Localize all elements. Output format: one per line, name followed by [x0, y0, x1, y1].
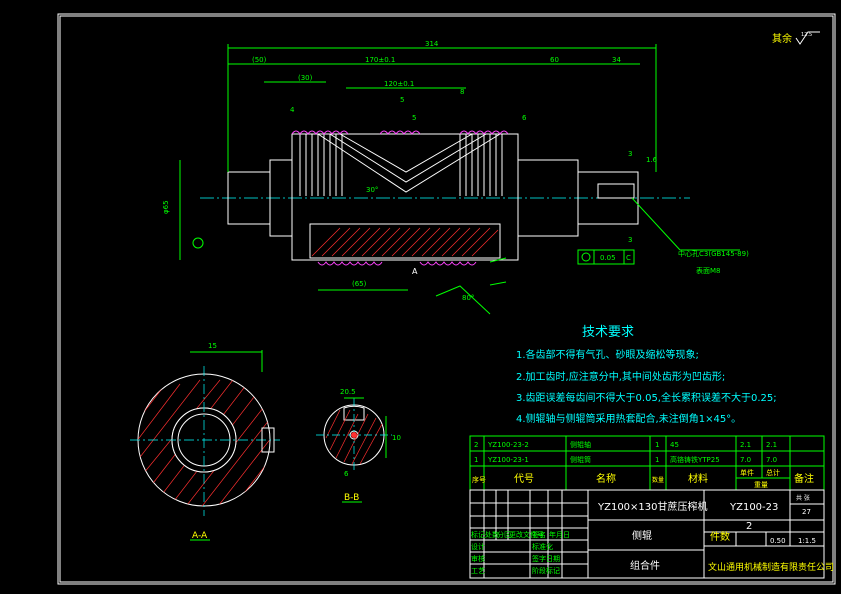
- title-block: [469, 489, 825, 579]
- bom-row1-w1: 7.0: [740, 456, 751, 464]
- dim-6b: 6: [344, 470, 349, 478]
- tech-item-2: 2.加工齿时,应注意分中,其中间处齿形为凹齿形;: [516, 370, 725, 383]
- bom-row2-name: 侧辊轴: [570, 440, 591, 449]
- bom-row2-code: YZ100-23-2: [487, 441, 529, 449]
- bom-row1-code: YZ100-23-1: [487, 456, 529, 464]
- dim-6: 6: [522, 114, 527, 122]
- company-name: 文山通用机械制造有限责任公司: [708, 561, 834, 573]
- dim-15: 15: [208, 342, 217, 350]
- tech-item-4: 4.侧辊轴与侧辊筒采用热套配合,未注倒角1×45°。: [516, 412, 741, 425]
- scale-value: 1:1.5: [798, 537, 816, 545]
- sheet-label: 共 张: [796, 494, 810, 502]
- tb-process: 工艺: [471, 567, 485, 575]
- bom-row1-material: 高铬铸铁YTP25: [670, 455, 720, 464]
- tb-lbl-mark: 标记: [471, 530, 485, 539]
- tech-title: 技术要求: [582, 325, 634, 340]
- machine-name: YZ100×130甘蔗压榨机: [597, 500, 708, 513]
- dim-34: 34: [612, 56, 621, 64]
- dim-120: 120±0.1: [384, 80, 414, 88]
- tb-lbl-zone: 分区: [497, 530, 511, 539]
- bom-h-qty: 数量: [652, 476, 664, 484]
- dim-50: (50): [252, 56, 267, 64]
- bom-row2-no: 2: [474, 441, 478, 449]
- tb-lbl-sign: 签名: [532, 530, 546, 539]
- inner-frame: [59, 15, 834, 583]
- tech-item-3: 3.齿距误差每齿间不得大于0.05,全长累积误差不大于0.25;: [516, 391, 777, 404]
- bom-h-name: 名称: [596, 472, 616, 485]
- tb-design: 设计: [471, 542, 485, 551]
- sheet-number: 27: [802, 508, 811, 516]
- tb-lbl-date: 年月日: [549, 530, 570, 539]
- dim-5b: 5: [412, 114, 416, 122]
- outer-frame: [57, 13, 836, 585]
- dim-phi: φ65: [162, 200, 170, 214]
- bom-row2-qty: 1: [655, 441, 659, 449]
- bom-h-material: 材料: [688, 472, 708, 485]
- tol-value: 0.05: [600, 254, 616, 262]
- count-label: 件数: [710, 530, 730, 543]
- main-view: [179, 44, 740, 315]
- drawing-number: YZ100-23: [729, 502, 778, 513]
- dim-20-5: 20.5: [340, 388, 356, 396]
- bom-h-no: 序号: [472, 475, 486, 484]
- assembly-label: 组合件: [630, 559, 660, 572]
- dim-5a: 5: [400, 96, 404, 104]
- dim-60: 60: [550, 56, 559, 64]
- dim-30deg: 30°: [366, 186, 378, 194]
- section-bb-label: B-B: [344, 493, 359, 503]
- bom-row2-w1: 2.1: [740, 441, 751, 449]
- dim-80deg: 80°: [462, 294, 474, 302]
- bom-h-single: 单件: [740, 468, 754, 477]
- weight-value: 0.50: [770, 537, 786, 545]
- dim-8: 8: [460, 88, 464, 96]
- tb-lbl-count: 处数: [485, 530, 499, 539]
- bom-row1-w2: 7.0: [766, 456, 777, 464]
- dim-1-6: 1.6: [646, 156, 658, 164]
- datum-c: C: [626, 254, 631, 262]
- bom-h-remark: 备注: [794, 472, 814, 485]
- bom-row1-qty: 1: [655, 456, 659, 464]
- dim-65: (65): [352, 280, 367, 288]
- bom-row2-material: 45: [670, 441, 679, 449]
- roughness-note: 其余: [772, 32, 792, 45]
- dim-10: 10: [392, 434, 401, 442]
- roughness-symbol-icon: [795, 31, 820, 45]
- bom-h-code: 代号: [514, 473, 534, 485]
- center-hole-note2: 表面M8: [696, 266, 721, 275]
- bom-row1-name: 侧辊筒: [570, 455, 591, 464]
- section-aa-view: [130, 350, 280, 516]
- dim-3b: 3: [628, 236, 632, 244]
- tb-lbl-change: 更改文件号: [509, 530, 544, 539]
- dim-170: 170±0.1: [365, 56, 395, 64]
- section-bb-view: [316, 397, 392, 472]
- dim-4: 4: [290, 106, 295, 114]
- tb-stage: 阶段标记: [532, 566, 560, 575]
- tb-standard: 标准化: [532, 542, 553, 551]
- count-value: 2: [746, 521, 752, 532]
- part-name: 侧辊: [632, 529, 652, 542]
- bom-row1-no: 1: [474, 456, 478, 464]
- center-hole-note: 中心孔C3(GB145-89): [678, 249, 749, 258]
- tb-signdate: 签字日期: [532, 554, 560, 563]
- bom-h-weight: 重量: [754, 481, 768, 489]
- dim-314: 314: [425, 40, 439, 48]
- section-aa-label: A-A: [192, 531, 208, 541]
- bom-h-total: 总计: [766, 468, 780, 477]
- tb-review: 审核: [471, 554, 485, 563]
- bom-row2-w2: 2.1: [766, 441, 777, 449]
- label-a: A: [412, 267, 418, 276]
- dim-30: (30): [298, 74, 313, 82]
- dim-3a: 3: [628, 150, 632, 158]
- tech-item-1: 1.各齿部不得有气孔、砂眼及缩松等现象;: [516, 348, 699, 361]
